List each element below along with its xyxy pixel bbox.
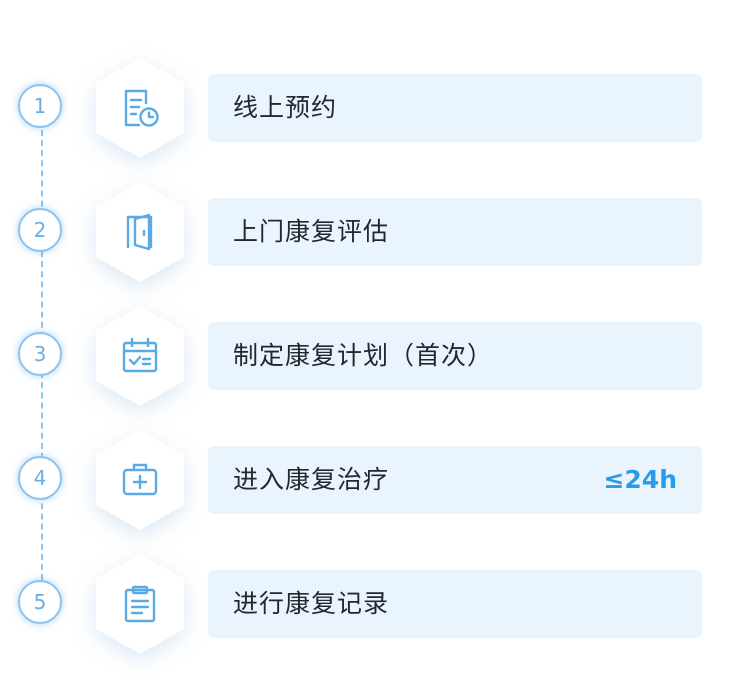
step-3: 3 制定康复计划（首次）	[0, 306, 736, 406]
step-1: 1 线上预约	[0, 58, 736, 158]
calendar-clock-icon	[124, 89, 159, 127]
step-label: 线上预约	[233, 93, 338, 122]
step-number-badge: 3	[18, 332, 62, 376]
step-label: 上门康复评估	[233, 217, 390, 246]
step-2: 2 上门康复评估	[0, 182, 736, 282]
step-card[interactable]: 进入康复治疗 ≤24h	[208, 446, 702, 514]
step-4: 4 进入康复治疗 ≤24h	[0, 430, 736, 530]
step-5: 5 进行康复记录	[0, 554, 736, 654]
door-icon	[126, 213, 153, 251]
time-limit-badge: ≤24h	[603, 465, 677, 494]
medical-kit-icon	[122, 463, 158, 496]
step-card[interactable]: 进行康复记录	[208, 570, 702, 638]
step-icon-tile	[92, 554, 188, 654]
step-icon-tile	[92, 430, 188, 530]
step-number-badge: 2	[18, 208, 62, 252]
step-card[interactable]: 线上预约	[208, 74, 702, 142]
step-card[interactable]: 上门康复评估	[208, 198, 702, 266]
step-icon-tile	[92, 182, 188, 282]
calendar-check-icon	[122, 337, 158, 373]
step-number-badge: 4	[18, 456, 62, 500]
step-card[interactable]: 制定康复计划（首次）	[208, 322, 702, 390]
step-label: 制定康复计划（首次）	[233, 341, 494, 370]
step-number-badge: 1	[18, 84, 62, 128]
step-label: 进行康复记录	[233, 589, 390, 618]
step-icon-tile	[92, 306, 188, 406]
step-number-badge: 5	[18, 580, 62, 624]
step-label: 进入康复治疗	[233, 465, 390, 494]
step-icon-tile	[92, 58, 188, 158]
clipboard-icon	[124, 585, 156, 623]
